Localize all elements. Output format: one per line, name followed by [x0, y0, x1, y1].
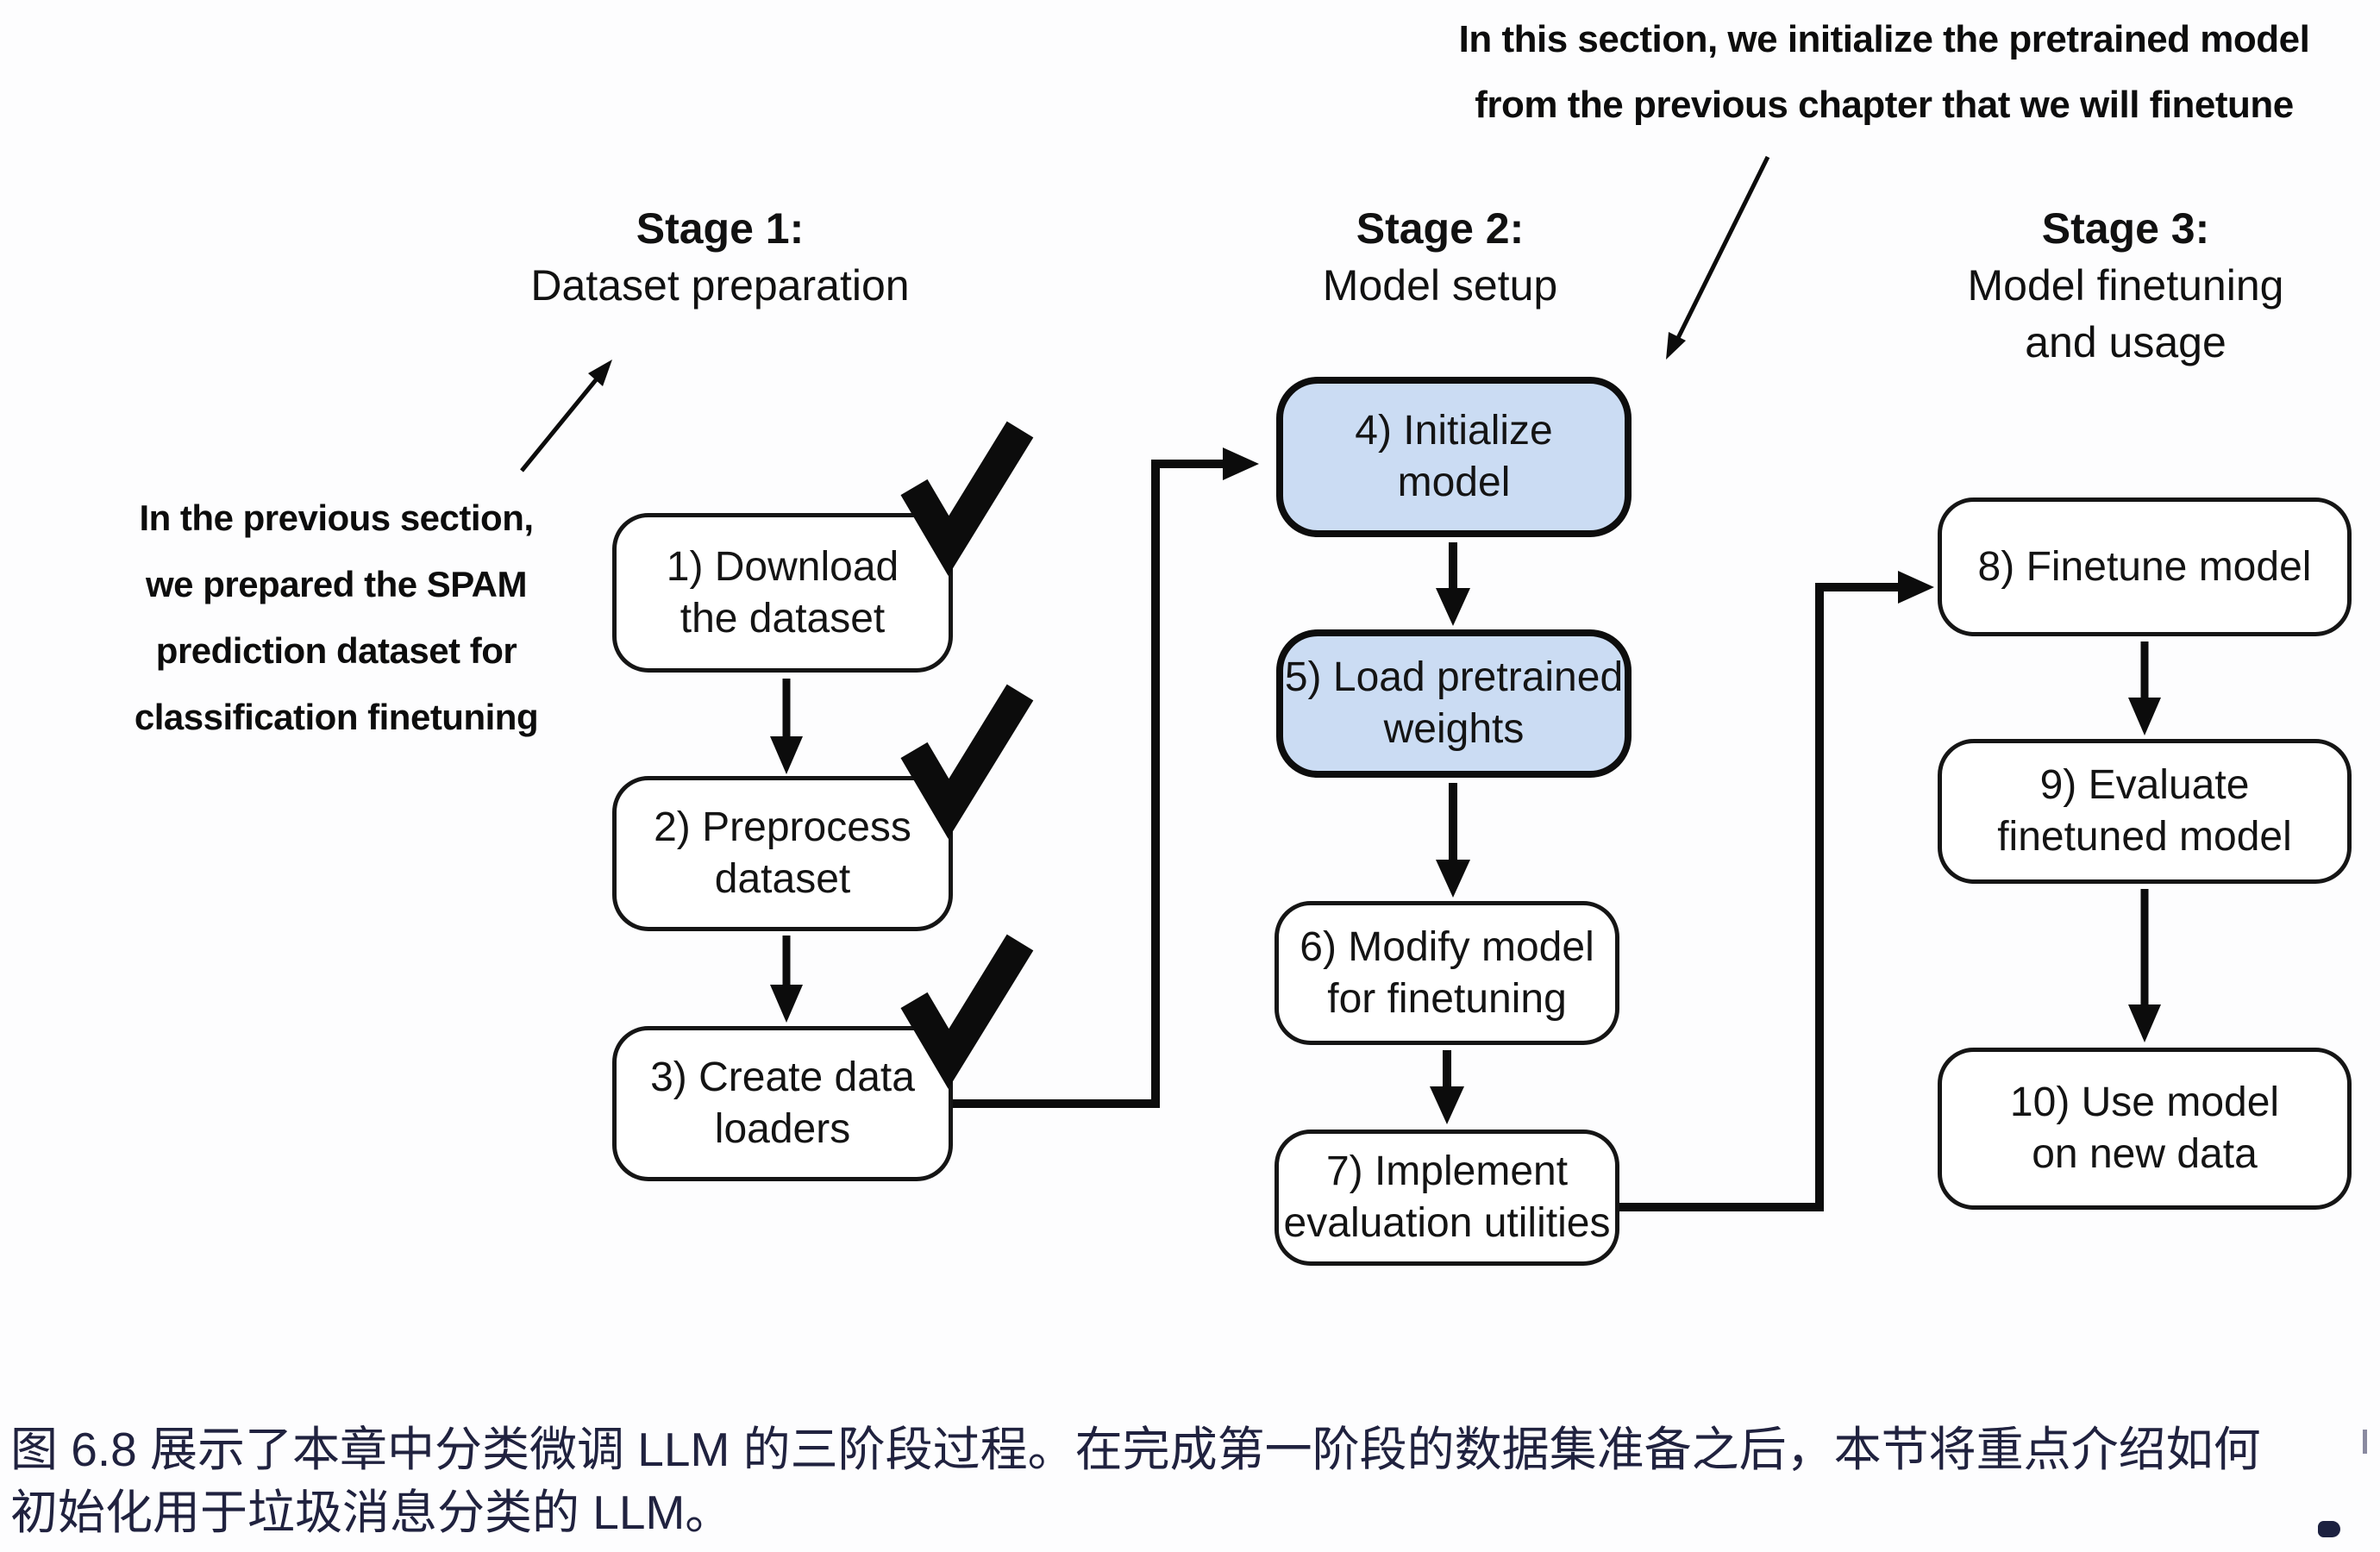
arrow-box5-to-box6: [1436, 783, 1470, 898]
connector-box3-to-box4: [953, 447, 1259, 1108]
stage-1-heading: Stage 1: Dataset preparation: [461, 200, 979, 314]
flow-box-load-pretrained-weights: 5) Load pretrained weights: [1276, 629, 1632, 778]
arrow-box9-to-box10: [2128, 889, 2161, 1042]
flow-box-initialize-model: 4) Initialize model: [1276, 377, 1632, 537]
stage-1-label: Stage 1:: [636, 204, 805, 253]
connector-box7-to-box8: [1619, 571, 1934, 1211]
ink-blob-artifact: [2318, 1521, 2340, 1537]
stage-2-heading: Stage 2: Model setup: [1181, 200, 1699, 314]
flow-box-preprocess-dataset: 2) Preprocess dataset: [612, 776, 953, 931]
flow-box-evaluate-model: 9) Evaluate finetuned model: [1938, 739, 2352, 884]
arrow-box8-to-box9: [2128, 641, 2161, 735]
arrow-box2-to-box3: [770, 936, 803, 1023]
annotation-top-note: In this section, we initialize the pretr…: [1458, 18, 2310, 126]
figure-caption: 图 6.8 展示了本章中分类微调 LLM 的三阶段过程。在完成第一阶段的数据集准…: [10, 1423, 2261, 1539]
arrow-box6-to-box7: [1430, 1050, 1464, 1124]
stage-2-subtitle: Model setup: [1322, 261, 1558, 310]
annotation-left-arrow: [520, 360, 612, 472]
stage-1-subtitle: Dataset preparation: [530, 261, 910, 310]
stage-3-subtitle: Model finetuning and usage: [1967, 261, 2284, 366]
flow-box-download-dataset: 1) Download the dataset: [612, 513, 953, 673]
flow-box-create-data-loaders: 3) Create data loaders: [612, 1026, 953, 1181]
stage-3-heading: Stage 3: Model finetuning and usage: [1867, 200, 2380, 371]
arrow-box4-to-box5: [1436, 542, 1470, 626]
arrow-box1-to-box2: [770, 679, 803, 774]
flow-box-modify-model: 6) Modify model for finetuning: [1275, 901, 1619, 1045]
stage-2-label: Stage 2:: [1356, 204, 1525, 253]
flow-box-evaluation-utilities: 7) Implement evaluation utilities: [1275, 1130, 1619, 1266]
stage-3-label: Stage 3:: [2041, 204, 2210, 253]
text-cursor-artifact: [2363, 1430, 2367, 1454]
flow-box-use-model: 10) Use model on new data: [1938, 1048, 2352, 1210]
flow-box-finetune-model: 8) Finetune model: [1938, 498, 2352, 636]
annotation-left-note: In the previous section, we prepared the…: [134, 498, 539, 737]
